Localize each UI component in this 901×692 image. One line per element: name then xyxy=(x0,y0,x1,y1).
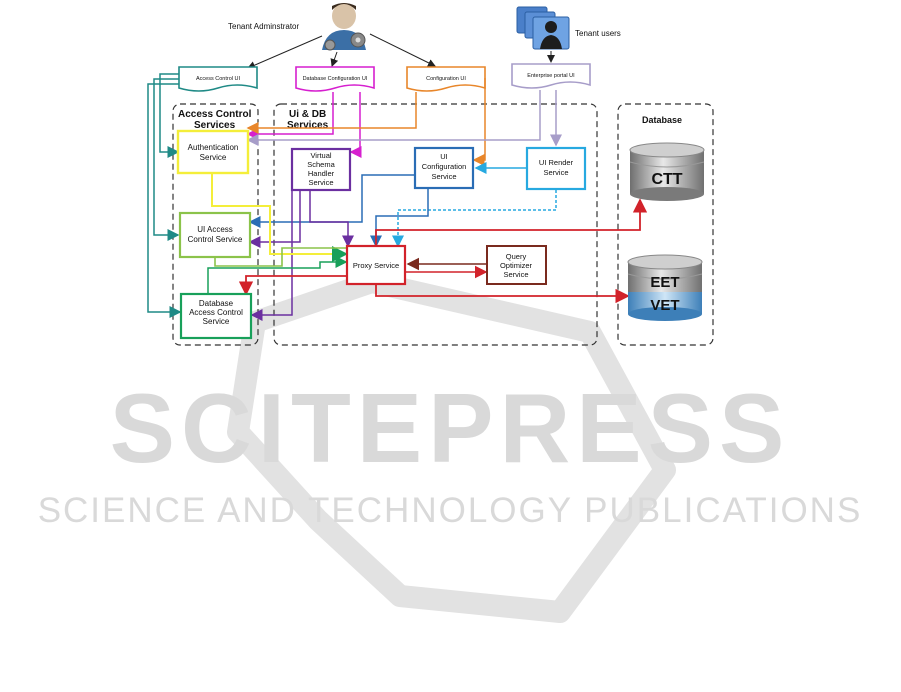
watermark-tagline: SCIENCE AND TECHNOLOGY PUBLICATIONS xyxy=(38,491,863,530)
ui-configuration-label-3: Service xyxy=(431,172,456,181)
yellow-connector-ui-access xyxy=(211,174,348,262)
magenta-connector-auth xyxy=(246,92,334,140)
ui-access-control-label-1: UI Access xyxy=(197,225,233,234)
access-control-group-title-1: Access Control xyxy=(178,109,252,120)
red-connector-db-access xyxy=(238,275,346,296)
lavender-connector-auth xyxy=(246,90,541,146)
configuration-ui-doc: Configuration UI xyxy=(406,66,486,92)
ui-configuration-label-1: UI xyxy=(440,152,448,161)
eet-label: EET xyxy=(650,274,679,291)
admin-to-access-ui-arrow xyxy=(247,35,323,69)
database-group-title: Database xyxy=(642,115,682,125)
eet-vet-database: EET VET xyxy=(627,254,703,321)
access-control-ui-label: Access Control UI xyxy=(196,76,240,82)
lime-connector-proxy xyxy=(214,247,346,267)
database-cylinder-icon xyxy=(627,254,703,321)
red-connector-ctt xyxy=(375,198,648,246)
blue-connector-ui-access xyxy=(248,174,415,228)
green-connector-proxy xyxy=(207,256,348,294)
ui-db-group-title-1: Ui & DB xyxy=(289,109,326,120)
admin-to-config-ui-arrow xyxy=(369,33,436,67)
virtual-schema-label-2: Schema xyxy=(307,160,335,169)
ui-configuration-service-box: UI Configuration Service xyxy=(413,146,475,190)
orange-connector-auth xyxy=(246,92,417,134)
access-control-ui-doc: Access Control UI xyxy=(178,66,258,92)
database-access-control-label-2: Access Control xyxy=(189,308,243,317)
proxy-service-box: Proxy Service xyxy=(345,244,407,286)
enterprise-portal-ui-doc: Enterprise portal UI xyxy=(511,63,591,89)
ui-render-label-2: Service xyxy=(543,168,568,177)
ctt-label: CTT xyxy=(651,171,682,188)
database-configuration-ui-doc: Database Configuration UI xyxy=(295,66,375,92)
purple-connector-proxy xyxy=(309,190,354,248)
enterprise-portal-ui-label: Enterprise portal UI xyxy=(527,73,575,79)
virtual-schema-label-3: Handler xyxy=(308,169,335,178)
tenant-users-actor: Tenant users xyxy=(516,6,621,50)
database-access-control-label-3: Service xyxy=(203,317,230,326)
admin-to-db-config-ui-arrow xyxy=(330,51,339,67)
cyan-connector-proxy xyxy=(392,190,557,248)
virtual-schema-label-1: Virtual xyxy=(310,151,331,160)
orange-connector-ui-config xyxy=(472,78,486,166)
ui-access-control-label-2: Control Service xyxy=(188,235,243,244)
ctt-database: CTT xyxy=(629,142,705,201)
authentication-service-label-2: Service xyxy=(200,153,227,162)
ui-render-label-1: UI Render xyxy=(539,158,574,167)
access-control-group-title-2: Services xyxy=(194,120,236,131)
database-group xyxy=(617,103,714,346)
connectors xyxy=(147,73,648,321)
administrator-icon xyxy=(322,3,366,51)
authentication-service-box: Authentication Service xyxy=(176,129,250,175)
vet-label: VET xyxy=(650,297,679,314)
teal-connector-auth xyxy=(159,73,180,158)
ui-db-services-group xyxy=(273,103,598,346)
tenant-users-label: Tenant users xyxy=(575,29,621,38)
teal-connector-ui-access xyxy=(153,78,180,241)
database-access-control-service-box: Database Access Control Service xyxy=(179,292,253,340)
magenta-connector-vsh xyxy=(349,92,362,158)
ui-db-group-title-2: Services xyxy=(287,120,329,131)
query-optimizer-label-1: Query xyxy=(506,252,527,261)
query-optimizer-label-2: Optimizer xyxy=(500,261,533,270)
teal-connector-db-access xyxy=(147,83,182,318)
tenant-admin-label: Tenant Adminstrator xyxy=(228,22,299,31)
database-access-control-label-1: Database xyxy=(199,299,234,308)
red-connector-eet-vet xyxy=(375,285,630,304)
configuration-ui-label: Configuration UI xyxy=(426,76,466,82)
query-optimizer-service-box: Query Optimizer Service xyxy=(486,245,547,285)
proxy-service-label: Proxy Service xyxy=(353,261,399,270)
virtual-schema-handler-service-box: Virtual Schema Handler Service xyxy=(290,147,352,192)
ui-access-control-service-box: UI Access Control Service xyxy=(178,211,252,259)
virtual-schema-label-4: Service xyxy=(308,178,333,187)
ui-configuration-label-2: Configuration xyxy=(422,162,467,171)
query-optimizer-label-3: Service xyxy=(503,270,528,279)
users-icon xyxy=(516,6,570,50)
watermark-emblem xyxy=(227,271,676,623)
purple-connector-db-access xyxy=(250,190,293,321)
tenant-admin-actor: Tenant Adminstrator xyxy=(228,3,366,51)
database-cylinder-icon xyxy=(629,142,705,201)
purple-connector-ui-access xyxy=(248,190,301,248)
watermark-logo: SCITEPRESS xyxy=(110,373,791,483)
authentication-service-label-1: Authentication xyxy=(188,143,239,152)
blue-connector-proxy xyxy=(370,188,429,248)
ui-render-service-box: UI Render Service xyxy=(525,146,587,191)
watermark: SCITEPRESS SCIENCE AND TECHNOLOGY PUBLIC… xyxy=(38,271,863,623)
database-configuration-ui-label: Database Configuration UI xyxy=(303,76,368,82)
